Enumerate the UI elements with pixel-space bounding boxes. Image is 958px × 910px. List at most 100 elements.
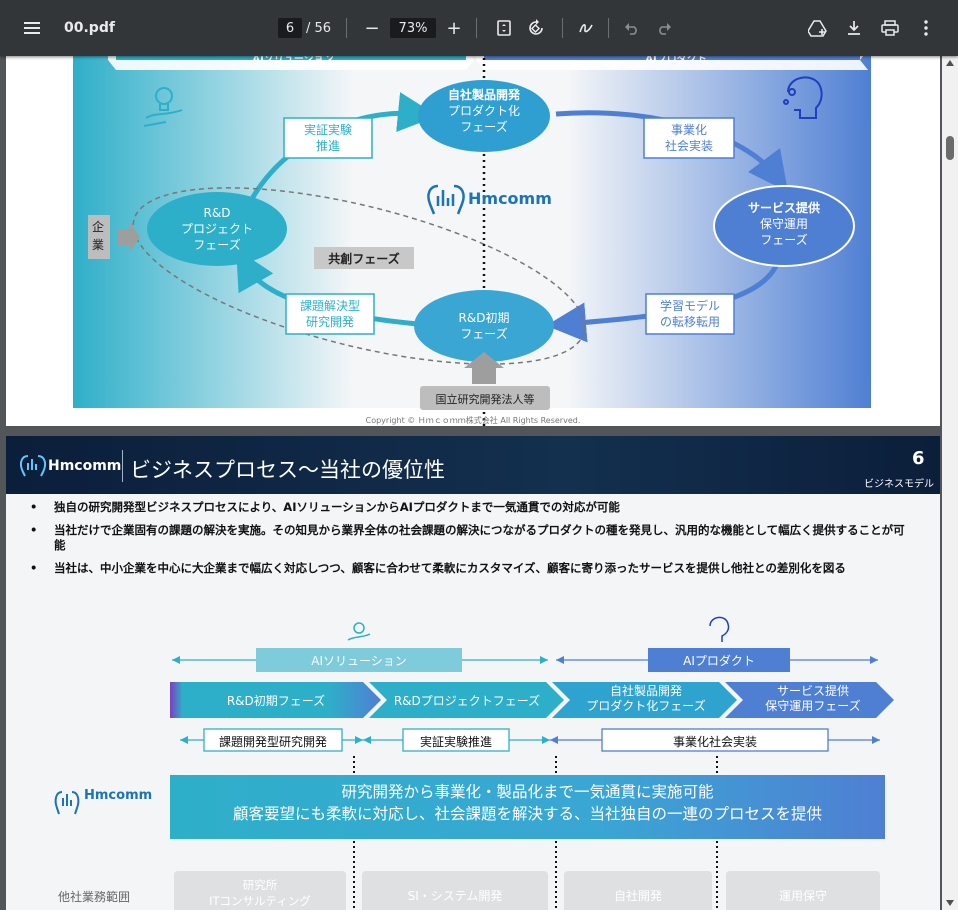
label-demo-experiment: 実証実験 推進 <box>284 122 372 154</box>
node-line: フェーズ <box>760 233 808 247</box>
bullet-item: • 独自の研究開発型ビジネスプロセスにより、AIソリューションからAIプロダクトま… <box>30 500 910 515</box>
label-line: の転移転用 <box>659 315 720 329</box>
document-viewer[interactable]: AIソリューション AIプロダクト 自社製品開発 プロダクト化 フェーズ R&D… <box>0 56 942 910</box>
node-rd-initial-phase: R&D初期 フェーズ <box>414 310 554 342</box>
pdf-toolbar: 00.pdf 6 / 56 − 73% + <box>0 0 958 56</box>
node-line: R&D初期 <box>458 311 510 325</box>
lightbulb-hand-icon <box>347 622 371 641</box>
slide-title: ビジネスプロセス〜当社の優位性 <box>130 458 445 482</box>
others-item: 研究所 ITコンサルティング <box>209 878 311 908</box>
node-product-phase: 自社製品開発 プロダクト化 フェーズ <box>418 87 550 135</box>
node-rd-project-phase: R&D プロジェクト フェーズ <box>147 205 287 253</box>
slide-page-number: 6 <box>912 448 925 469</box>
label-commercialization: 事業化 社会実装 <box>644 122 734 154</box>
draw-icon[interactable] <box>572 12 600 44</box>
bullet-mark: • <box>30 500 38 514</box>
hmcomm-logo-text: Hmcomm <box>468 189 552 208</box>
node-line: プロジェクト <box>180 222 253 236</box>
hmcomm-logo-icon <box>20 455 46 477</box>
divider <box>608 18 609 38</box>
label-problem-solving-rd: 課題解決型 研究開発 <box>286 298 374 330</box>
drive-add-icon[interactable] <box>804 12 832 44</box>
download-icon[interactable] <box>840 12 868 44</box>
bullet-text: 当社だけで企業固有の課題の解決を実施。その知見から業界全体の社会課題の解決につな… <box>54 523 905 552</box>
label-line: 実証実験 <box>303 123 352 137</box>
bullet-text: 独自の研究開発型ビジネスプロセスにより、AIソリューションからAIプロダクトまで… <box>54 500 620 514</box>
print-icon[interactable] <box>876 12 904 44</box>
label-line: 社会実装 <box>664 139 713 153</box>
slide-header <box>6 436 940 494</box>
activity-demo: 実証実験推進 <box>419 735 492 749</box>
value-line: 研究開発から事業化・製品化まで一気通貫に実施可能 <box>341 783 714 801</box>
bullet-item: •当社は、中小企業を中心に大企業まで幅広く対応しつつ、顧客に合わせて柔軟にカスタ… <box>30 561 910 576</box>
value-line: 顧客要望にも柔軟に対応し、社会課題を解決する、当社独自の一連のプロセスを提供 <box>232 805 822 823</box>
node-line: フェーズ <box>460 327 508 341</box>
zoom-in-button[interactable]: + <box>446 17 462 39</box>
label-line: 研究開発 <box>305 315 354 329</box>
ai-head-icon <box>783 76 823 119</box>
co-creation-label: 共創フェーズ <box>328 252 400 266</box>
others-item: 運用保守 <box>778 889 827 903</box>
node-line: サービス提供 <box>747 201 820 215</box>
divider <box>346 18 347 38</box>
others-item: 自社開発 <box>613 889 662 903</box>
vertical-scrollbar[interactable] <box>942 56 958 910</box>
others-label: 他社業務範囲 <box>58 890 131 904</box>
ai-product-label: AIプロダクト <box>683 654 755 668</box>
node-line: 保守運用 <box>759 217 808 231</box>
activity-commercialization: 事業化社会実装 <box>672 735 757 749</box>
node-line: R&D <box>203 206 231 220</box>
hmcomm-logo-icon <box>427 184 465 215</box>
scrollbar-thumb[interactable] <box>946 136 954 160</box>
institute-label: 国立研究開発法人等 <box>435 393 535 406</box>
fit-page-icon[interactable] <box>490 12 518 44</box>
pdf-page-6: Hmcomm ビジネスプロセス〜当社の優位性 6 ビジネスモデル •独自の研究開… <box>6 436 940 910</box>
hmcomm-logo-text: Hmcomm <box>84 788 153 803</box>
header-divider <box>122 450 123 482</box>
label-transfer-learning: 学習モデル の転移転用 <box>646 298 734 330</box>
phase-rd-initial: R&D初期フェーズ <box>226 694 326 708</box>
ai-solution-label: AIソリューション <box>311 654 407 668</box>
label-line: 推進 <box>315 139 340 153</box>
phase-rd-project: R&Dプロジェクトフェーズ <box>393 694 541 708</box>
bullet-mark: • <box>30 561 38 575</box>
scroll-down-arrow-icon[interactable] <box>946 900 954 906</box>
menu-icon[interactable] <box>16 12 48 44</box>
zoom-input[interactable]: 73% <box>390 18 436 38</box>
rotate-icon[interactable] <box>522 12 550 44</box>
copyright: Copyright © Ｈｍｃｏｍｍ株式会社 All Rights Reserv… <box>365 416 581 425</box>
divider <box>476 18 477 38</box>
bullet-item: • 当社だけで企業固有の課題の解決を実施。その知見から業界全体の社会課題の解決につ… <box>30 523 910 553</box>
divider <box>562 18 563 38</box>
process-diagram <box>54 616 894 910</box>
phase-service: サービス提供 保守運用フェーズ <box>765 684 861 713</box>
hmcomm-logo-icon <box>54 791 80 815</box>
label-line: 学習モデル <box>659 299 720 313</box>
undo-icon[interactable] <box>618 12 646 44</box>
lightbulb-hand-icon <box>143 87 183 127</box>
ai-head-icon <box>709 616 730 642</box>
cycle-diagram <box>73 56 871 426</box>
enterprise-label: 企業 <box>92 220 105 252</box>
label-line: 課題解決型 <box>299 299 360 313</box>
activity-problem-rd: 課題開発型研究開発 <box>218 735 327 749</box>
header-logo-text: Hmcomm <box>48 458 122 474</box>
zoom-out-button[interactable]: − <box>364 17 380 39</box>
bullet-mark: • <box>30 523 38 537</box>
more-options-icon[interactable] <box>912 12 940 44</box>
node-service-phase: サービス提供 保守運用 フェーズ <box>714 200 854 248</box>
redo-icon[interactable] <box>650 12 678 44</box>
page-number-input[interactable]: 6 <box>278 18 302 38</box>
node-line: フェーズ <box>193 238 241 252</box>
ai-solution-banner: AIソリューション <box>252 56 334 65</box>
bullet-list: • 独自の研究開発型ビジネスプロセスにより、AIソリューションからAIプロダクトま… <box>30 500 910 576</box>
node-line: 自社製品開発 <box>447 88 520 102</box>
phase-product: 自社製品開発 プロダクト化フェーズ <box>586 684 706 713</box>
node-line: プロダクト化 <box>447 104 520 118</box>
label-line: 事業化 <box>670 123 707 137</box>
pdf-page-5: AIソリューション AIプロダクト 自社製品開発 プロダクト化 フェーズ R&D… <box>6 56 940 426</box>
page-total: / 56 <box>306 20 332 36</box>
file-name: 00.pdf <box>64 20 115 36</box>
others-item: SI・システム開発 <box>407 889 503 903</box>
scroll-up-arrow-icon[interactable] <box>946 60 954 66</box>
